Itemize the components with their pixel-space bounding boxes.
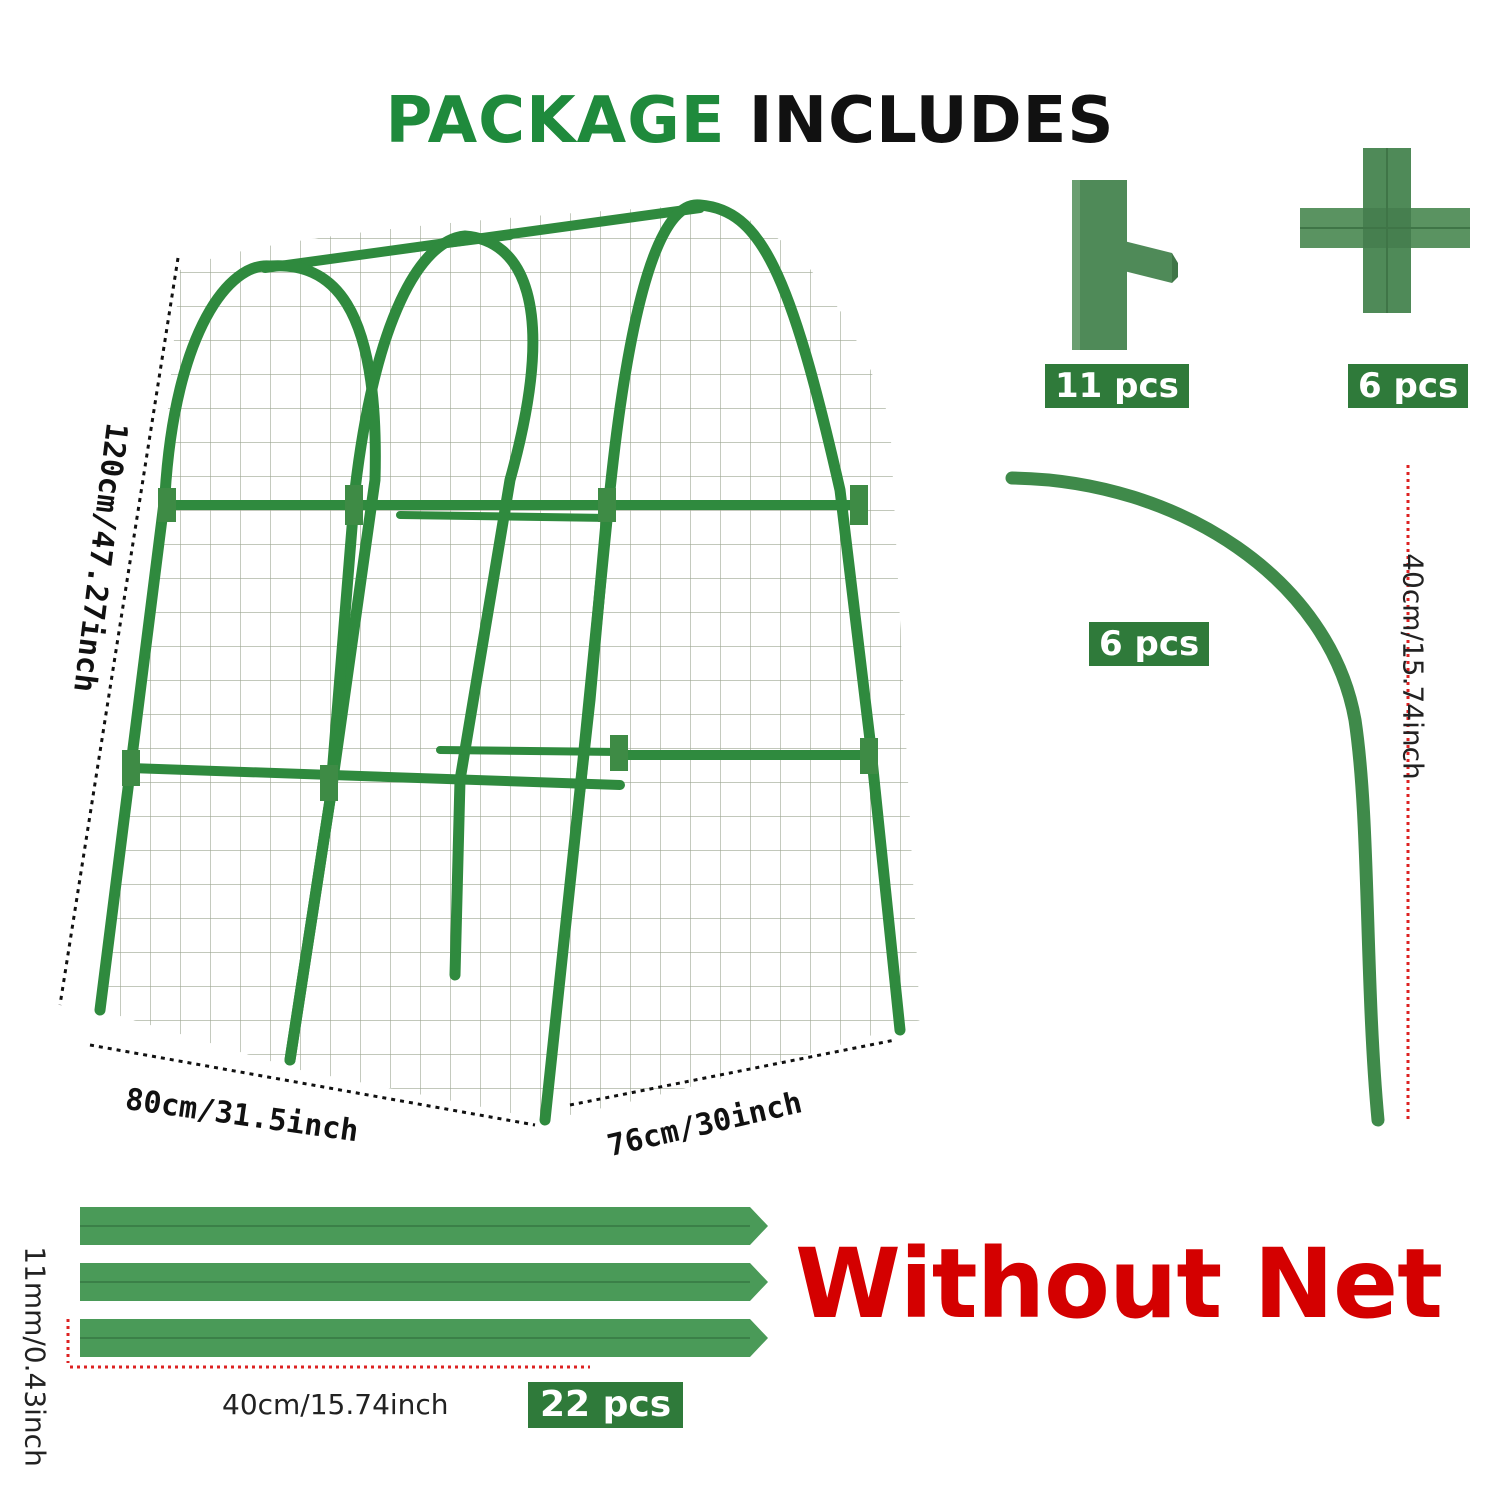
width-dim-line <box>89 1043 536 1127</box>
straight-pole-icon <box>66 1207 768 1369</box>
tee-connector-count-badge: 11 pcs <box>1045 364 1189 408</box>
frame-arch-middle <box>284 230 539 1066</box>
page-title: PACKAGE INCLUDES <box>0 84 1500 158</box>
straight-pole-diameter-label: 11mm/0.43inch <box>18 1246 52 1467</box>
title-word-includes: INCLUDES <box>748 84 1115 158</box>
height-dim-line <box>58 257 180 1006</box>
curved-pole-length-label: 40cm/15.74inch <box>1396 553 1430 780</box>
frame-arch-right <box>539 199 906 1126</box>
without-net-notice: Without Net <box>795 1228 1443 1340</box>
curved-pole-count-badge: 6 pcs <box>1089 622 1210 666</box>
straight-pole-length-label: 40cm/15.74inch <box>222 1388 449 1421</box>
cross-connector-icon <box>1300 148 1470 313</box>
title-word-package: PACKAGE <box>385 84 726 158</box>
net-mesh <box>100 205 920 1120</box>
depth-dim-line <box>569 1038 896 1107</box>
tee-connector-icon <box>1072 180 1178 350</box>
straight-pole-count-badge: 22 pcs <box>528 1382 684 1428</box>
curved-pole-icon <box>1005 465 1410 1127</box>
cross-connector-count-badge: 6 pcs <box>1348 364 1469 408</box>
lower-bar <box>125 763 625 790</box>
